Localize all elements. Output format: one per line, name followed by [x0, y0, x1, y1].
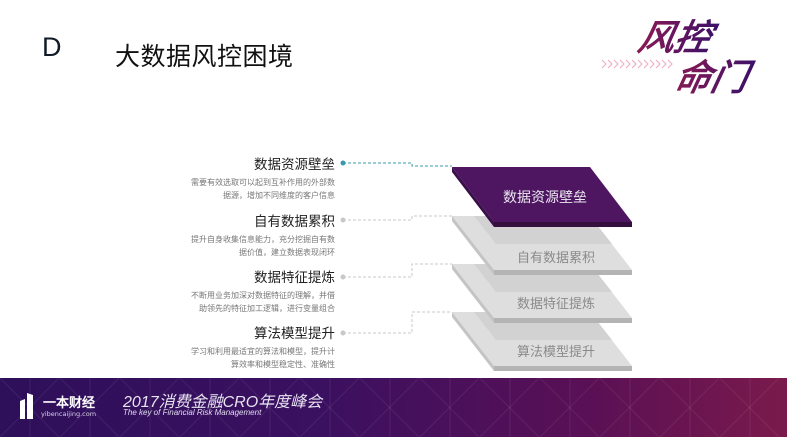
footer-event-subtitle: The key of Financial Risk Management: [123, 408, 262, 417]
item-feature-extraction: 数据特征提炼 不断用业务加深对数据特征的理解，并借助领先的特征加工逻辑，进行变量…: [135, 266, 335, 315]
yiben-logo-icon: [20, 393, 33, 419]
connector-line-2: [343, 215, 452, 221]
item-heading: 算法模型提升: [254, 326, 335, 342]
connector-line-1: [343, 162, 452, 167]
svg-text:风控: 风控: [635, 16, 722, 59]
item-description: 不断用业务加深对数据特征的理解，并借助领先的特征加工逻辑，进行变量组合: [191, 291, 335, 313]
svg-text:自有数据累积: 自有数据累积: [517, 251, 595, 266]
brand-logo-icon: 风控 命门: [601, 16, 758, 99]
layer-2: 自有数据累积: [452, 216, 632, 275]
footer-logo-text: 一本财经: [43, 396, 96, 411]
page-title: 大数据风控困境: [115, 42, 294, 71]
item-heading: 数据特征提炼: [254, 270, 335, 286]
connector-dot-3: [340, 274, 346, 280]
item-heading: 数据资源壁垒: [254, 157, 335, 173]
connector-line-3: [343, 263, 452, 278]
layer-4: 算法模型提升: [452, 312, 632, 371]
item-description: 提升自身收集信息能力，充分挖掘自有数据价值，建立数据表现闭环: [191, 235, 335, 257]
connector-dot-1: [340, 160, 346, 166]
layer-1-active: 数据资源壁垒: [452, 167, 632, 227]
connector-line-4: [343, 311, 452, 334]
svg-text:数据资源壁垒: 数据资源壁垒: [503, 190, 587, 206]
connector-dot-4: [340, 330, 346, 336]
footer-banner: 一本财经 yibencaijing.com 2017消费金融CRO年度峰会 Th…: [0, 378, 787, 437]
svg-text:算法模型提升: 算法模型提升: [517, 344, 595, 360]
item-own-data-accumulation: 自有数据累积 提升自身收集信息能力，充分挖掘自有数据价值，建立数据表现闭环: [135, 210, 335, 259]
item-data-resource-barrier: 数据资源壁垒 需要有效选取可以起到互补作用的外部数据源，增加不同维度的客户信息: [135, 153, 335, 202]
item-heading: 自有数据累积: [254, 214, 335, 230]
layer-3: 数据特征提炼: [452, 264, 632, 323]
item-algorithm-model-improvement: 算法模型提升 学习和利用最适宜的算法和模型，提升计算效率和模型稳定性、准确性: [135, 322, 335, 371]
svg-text:命门: 命门: [671, 56, 758, 99]
footer-logo-url: yibencaijing.com: [41, 410, 97, 418]
connector-dot-2: [340, 217, 346, 223]
section-letter: D: [42, 32, 62, 62]
svg-text:数据特征提炼: 数据特征提炼: [517, 296, 595, 312]
item-description: 需要有效选取可以起到互补作用的外部数据源，增加不同维度的客户信息: [191, 178, 335, 200]
footer-event-title: 2017消费金融CRO年度峰会: [123, 394, 323, 411]
item-description: 学习和利用最适宜的算法和模型，提升计算效率和模型稳定性、准确性: [191, 347, 335, 369]
